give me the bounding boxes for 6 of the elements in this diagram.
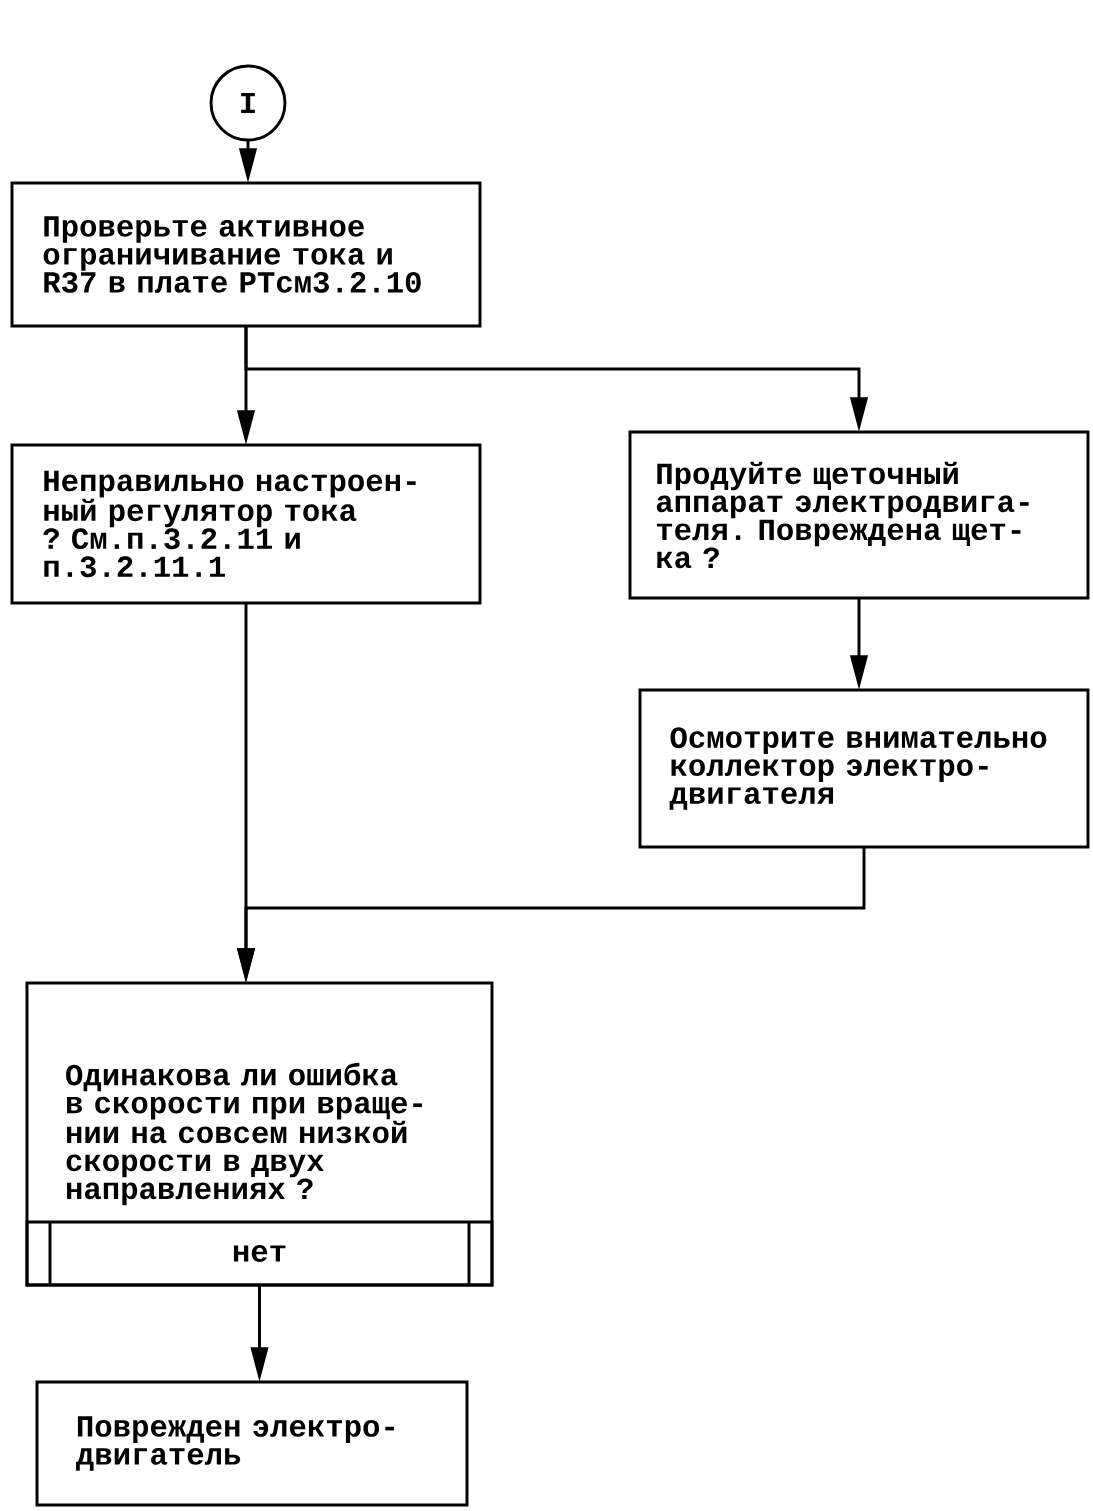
process-box: Осмотрите внимательно коллектор электро- двигателя <box>638 688 1090 849</box>
answer-band: нет <box>25 1220 494 1287</box>
process-box: Неправильно настроен- ный регулятор тока ? См.п.3.2.11 и п.3.2.11.1 <box>10 443 482 605</box>
process-box: Поврежден электро- двигатель <box>35 1380 469 1507</box>
process-box: Продуйте щеточный аппарат электродвига- теля. Повреждена щет- ка ? <box>628 430 1090 600</box>
process-box: Проверьте активное ограничивание тока и R37 в плате РТсм3.2.10 <box>10 181 482 328</box>
